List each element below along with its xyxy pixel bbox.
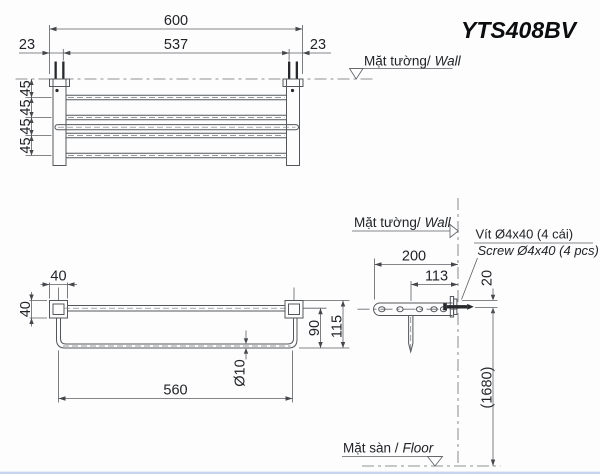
wall-surface-label: Mặt tường/Wall	[354, 215, 452, 230]
floor-surface-label: Mặt sàn /Floor	[343, 441, 434, 456]
svg-text:90: 90	[307, 320, 323, 336]
bar-section	[378, 306, 386, 313]
shelf-bar	[66, 94, 287, 101]
dim-bar-to-wall: 113	[410, 269, 458, 301]
screw-pin	[54, 61, 57, 80]
svg-text:113: 113	[425, 269, 448, 285]
dim-bar-length: 560	[58, 350, 293, 403]
post-hole	[55, 88, 59, 93]
dim-bar-spacing: 45	[18, 80, 34, 96]
wall-surface-label: Mặt tường/Wall	[364, 54, 462, 69]
dim-overall-width: 600	[49, 13, 303, 74]
shelf-bar	[66, 132, 287, 139]
floor-symbol-triangle	[426, 456, 444, 467]
svg-text:40: 40	[50, 269, 66, 285]
svg-text:200: 200	[402, 249, 426, 265]
svg-text:Ø10: Ø10	[233, 359, 249, 386]
shelf-bar	[66, 114, 287, 121]
screw-note-vi: Vít Ø4x40 (4 cái)	[476, 227, 574, 242]
bar-section	[415, 306, 424, 313]
towel-bar-top-view	[54, 124, 299, 131]
side-view: Mặt tường/Wall Vít Ø4x40 (4 cái) Screw Ø…	[342, 198, 599, 467]
bar-section	[396, 306, 404, 313]
svg-text:600: 600	[164, 13, 188, 29]
mounting-screw	[443, 303, 474, 311]
dim-height-from-floor: (1680)	[480, 307, 496, 466]
dim-right-offset: 23	[310, 37, 326, 53]
footer-border	[0, 471, 600, 474]
dim-screw-offset: 20	[462, 270, 498, 314]
svg-text:(1680): (1680)	[480, 367, 496, 409]
left-mount-post	[49, 61, 70, 166]
plan-view: Mặt tường/Wall	[15, 13, 462, 166]
dim-bracket-height: 40	[18, 292, 47, 327]
post-flange	[49, 78, 70, 87]
post-body	[52, 78, 67, 166]
product-code-title: YTS408BV	[461, 17, 578, 43]
dim-mount-span-row: 23 537 23	[19, 37, 331, 61]
screw-pin	[62, 61, 65, 80]
dim-bar-diameter: Ø10	[233, 330, 249, 387]
post-hole	[290, 88, 295, 93]
wall-symbol-triangle	[348, 68, 364, 80]
shelf-bars	[54, 94, 299, 159]
screw-leader-line	[461, 257, 478, 300]
dim-depth: 200	[374, 249, 458, 300]
shelf-arm	[357, 302, 457, 316]
dim-mount-span: 537	[164, 37, 188, 53]
bar-section	[430, 306, 438, 313]
dim-bar-spacing-chain: 45 45 45 45	[18, 79, 52, 156]
dim-bar-drop: 90	[299, 307, 350, 349]
dim-total-drop: 115	[303, 300, 350, 348]
dim-bar-spacing: 45	[18, 118, 34, 134]
post-flange	[282, 78, 304, 87]
screw-pin	[288, 61, 291, 80]
right-bracket	[284, 287, 304, 319]
top-rail	[64, 305, 288, 312]
left-bracket	[49, 287, 68, 319]
svg-text:40: 40	[18, 301, 34, 317]
screw-note-en: Screw Ø4x40 (4 pcs)	[478, 243, 599, 258]
svg-text:560: 560	[163, 383, 187, 399]
dim-bar-spacing: 45	[18, 99, 34, 115]
dim-left-offset: 23	[19, 37, 35, 53]
dim-bar-spacing: 45	[18, 137, 34, 153]
screw-note: Vít Ø4x40 (4 cái) Screw Ø4x40 (4 pcs)	[461, 227, 599, 300]
right-mount-post	[282, 61, 304, 166]
shelf-bar	[66, 152, 287, 159]
front-view: 40 40 90 115	[18, 269, 350, 403]
hanging-bar	[408, 315, 414, 354]
towel-bar-u	[56, 318, 298, 349]
screw-pin	[295, 61, 298, 80]
wall-symbol-triangle	[449, 223, 459, 239]
dim-bracket-width: 40	[40, 269, 77, 299]
svg-text:20: 20	[480, 270, 496, 286]
svg-text:115: 115	[330, 315, 346, 338]
